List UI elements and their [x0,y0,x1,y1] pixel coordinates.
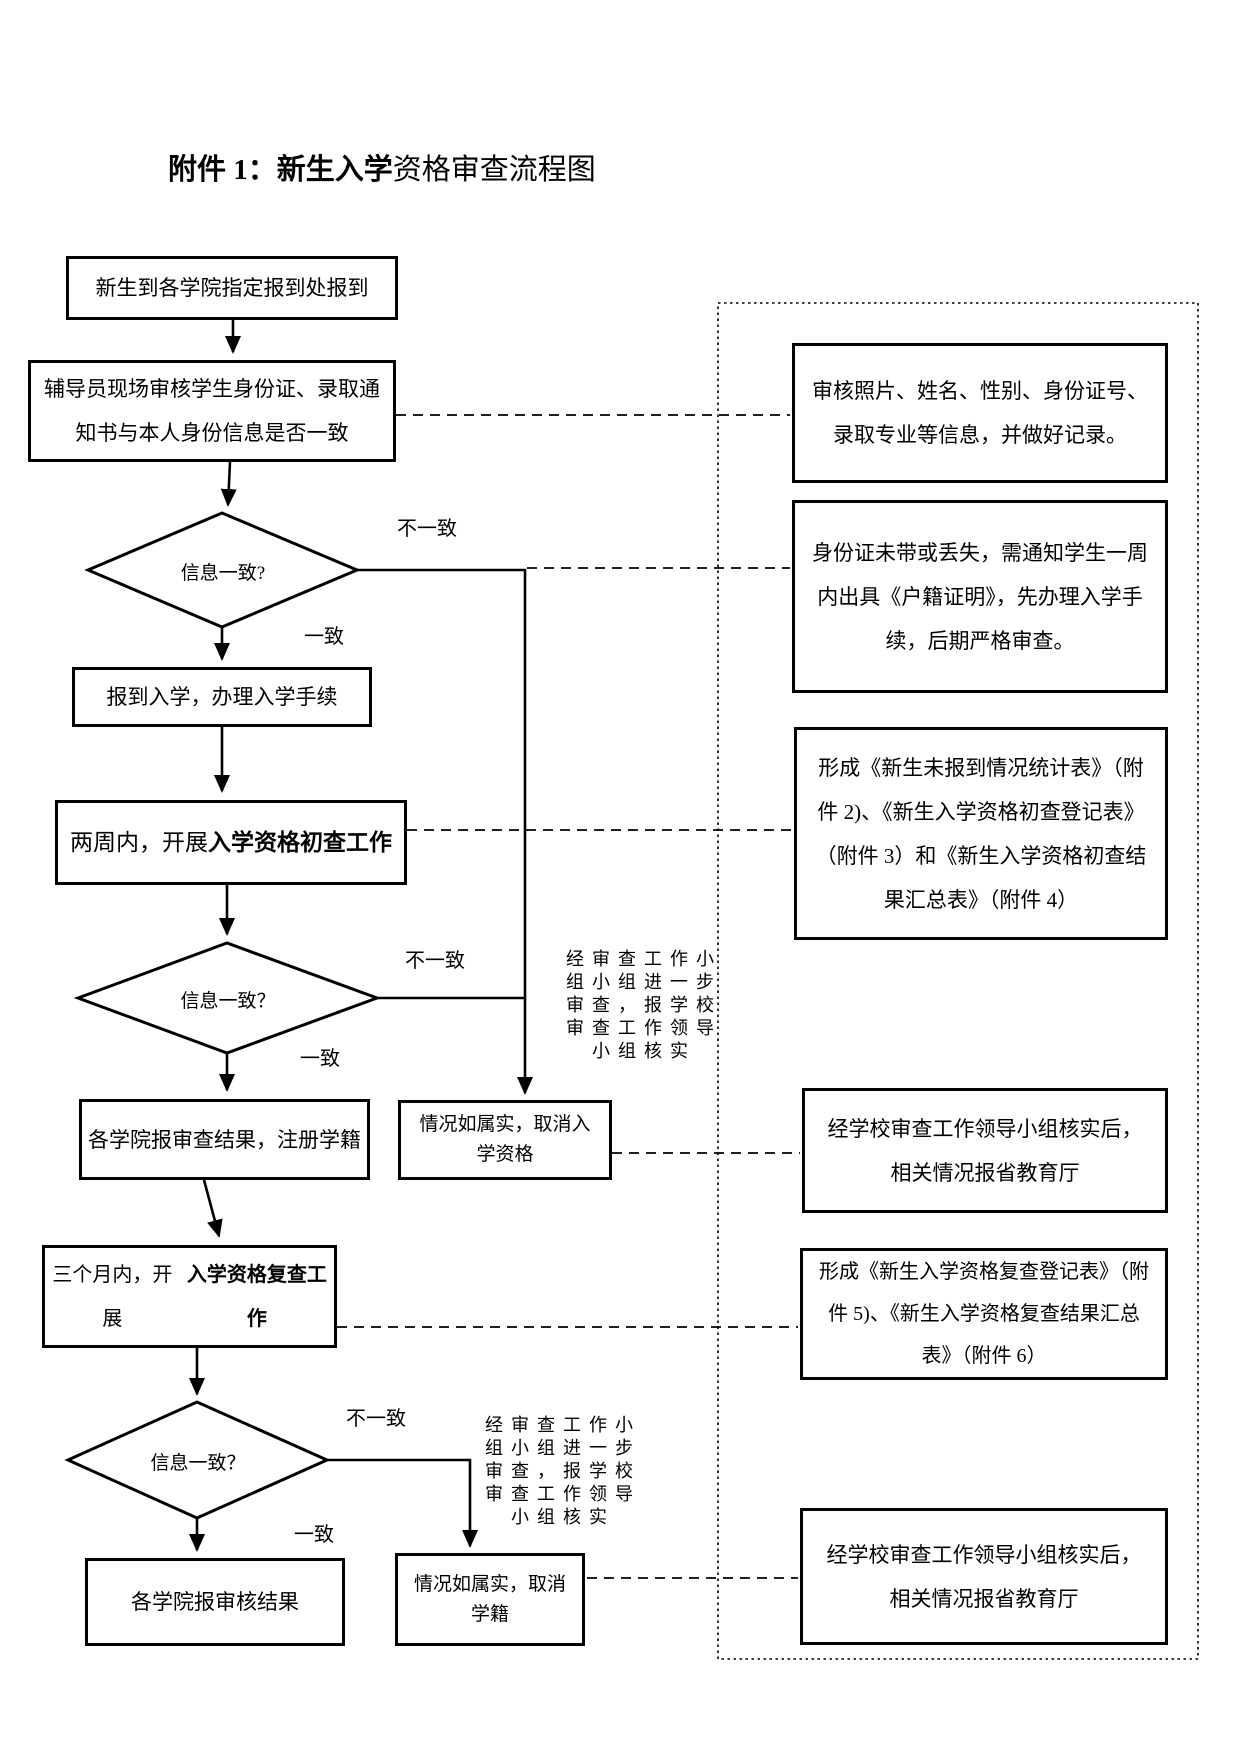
box-cancel-admission: 情况如属实，取消入 学资格 [398,1100,612,1180]
page-title-regular: 资格审查流程图 [392,154,596,186]
arrow-register-to-recheck [202,1179,223,1238]
note-review-team-1: 经审查工作小 组小组进一步 审查，报学校 审查工作领导 小组核实 [566,949,722,1061]
label-match-2: 一致 [300,1048,340,1070]
decision3-diamond-shape [64,1400,331,1520]
box-initial-check-prefix: 两周内，开展 [70,829,208,855]
note-report-province-2: 经学校审查工作领导小组核实后， 相关情况报省教育厅 [800,1508,1168,1645]
box-recheck-bold: 入学资格复查工作 [186,1263,327,1330]
decision1-label: 信息一致? [180,563,266,584]
note-report-province-1: 经学校审查工作领导小组核实后， 相关情况报省教育厅 [802,1088,1168,1213]
note-forms-recheck: 形成《新生入学资格复查登记表》（附 件 5)、《新生入学资格复查结果汇总 表》（… [800,1248,1168,1380]
note-forms-initial: 形成《新生未报到情况统计表》（附 件 2)、《新生入学资格初查登记表》 （附件 … [794,727,1168,940]
page-title-bold: 附件 1：新生入学 [168,154,393,186]
decision2-label: 信息一致？ [180,991,276,1012]
box-enroll: 报到入学，办理入学手续 [72,667,372,727]
box-final-result: 各学院报审核结果 [85,1558,345,1646]
page-title: 附件 1：新生入学资格审查流程图 [168,146,596,188]
dotted-boundary-rect [717,302,1199,1660]
branch-mismatch1-line [357,568,533,1095]
branch-mismatch3-line [327,1458,478,1548]
decision3-label: 信息一致？ [150,1453,246,1474]
box-initial-check: 两周内，开展入学资格初查工作 [55,800,407,885]
box-checkin: 新生到各学院指定报到处报到 [66,256,398,320]
label-match-3: 一致 [294,1524,334,1546]
box-cancel-enrollment: 情况如属实，取消 学籍 [395,1553,585,1646]
box-recheck-prefix: 三个月内，开展 [52,1263,173,1330]
arrow-verify-to-decision1 [220,461,237,507]
box-register-status: 各学院报审查结果，注册学籍 [79,1099,370,1180]
box-initial-check-bold: 入学资格初查工作 [208,829,392,855]
label-match-1: 一致 [304,626,344,648]
decision1-diamond-shape [84,511,361,629]
decision2-diamond-shape [73,941,382,1055]
note-verify-items: 审核照片、姓名、性别、身份证号、 录取专业等信息，并做好记录。 [792,343,1168,483]
box-id-verify: 辅导员现场审核学生身份证、录取通 知书与本人身份信息是否一致 [28,360,396,462]
box-recheck: 三个月内，开展入学资格复查工作 [42,1245,337,1348]
label-mismatch-3: 不一致 [346,1408,406,1430]
label-mismatch-2: 不一致 [405,950,465,972]
label-mismatch-1: 不一致 [397,518,457,540]
note-id-missing: 身份证未带或丢失，需通知学生一周 内出具《户籍证明》，先办理入学手 续，后期严格… [792,500,1168,693]
note-review-team-2: 经审查工作小 组小组进一步 审查，报学校 审查工作领导 小组核实 [485,1415,641,1527]
